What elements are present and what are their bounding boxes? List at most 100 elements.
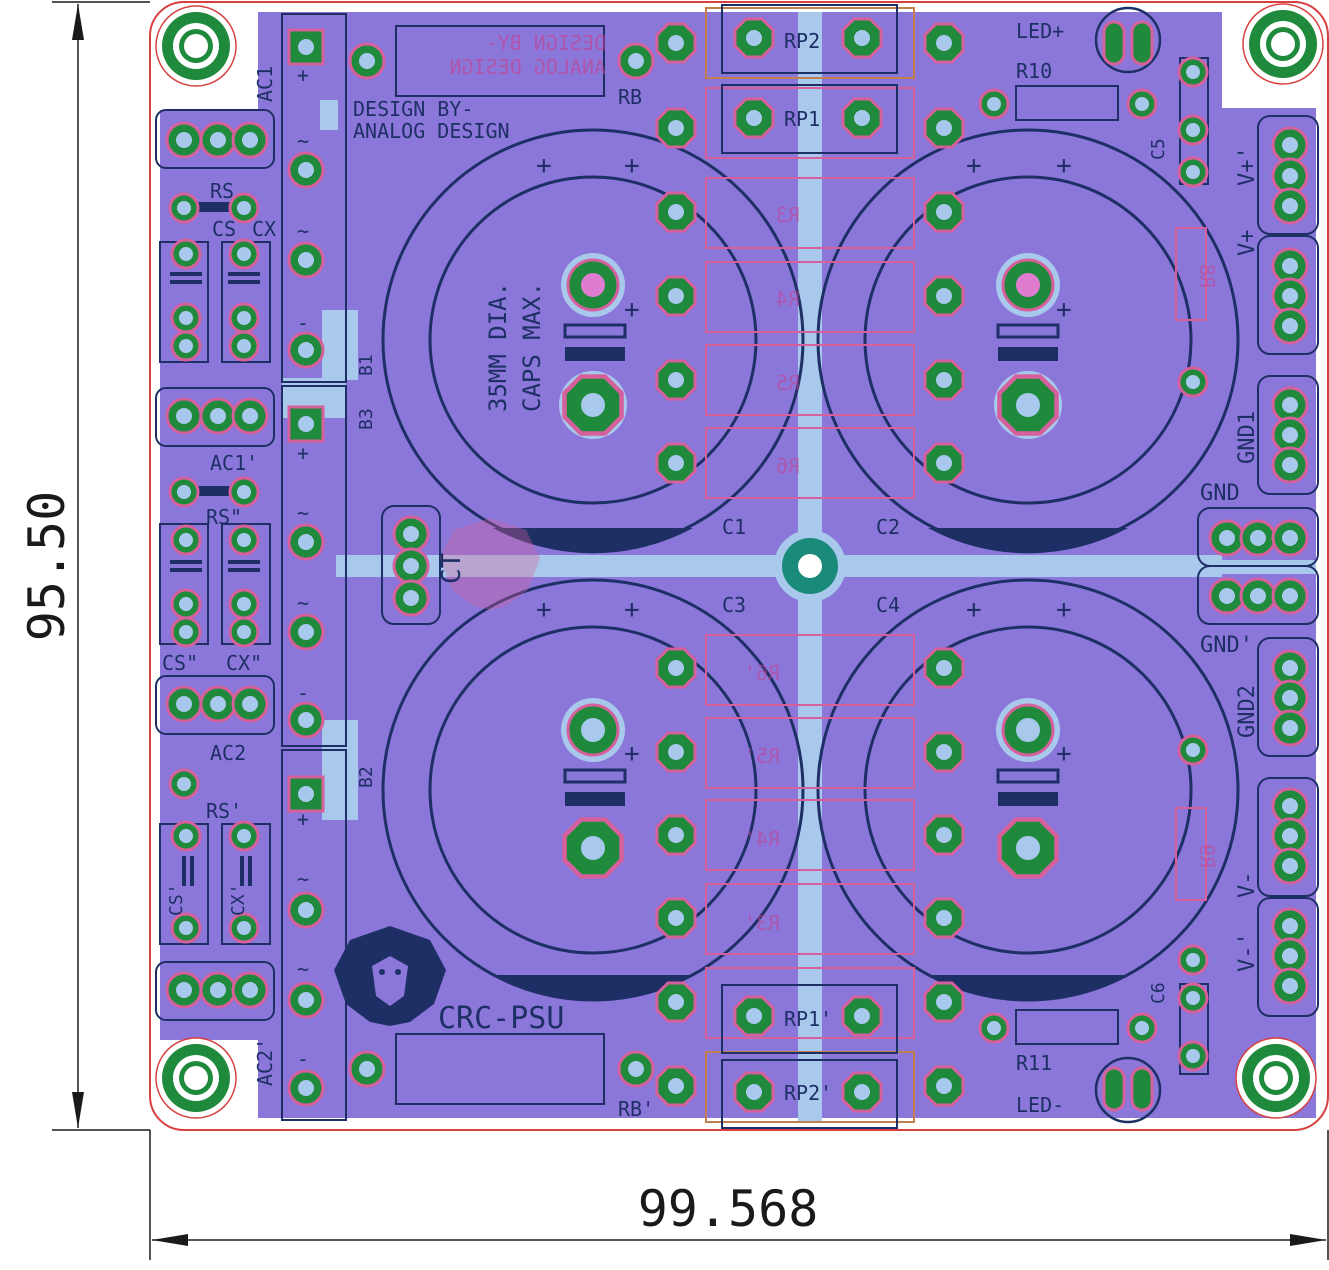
label-tilde-6: ~ <box>297 957 309 981</box>
label-r3p: R3' <box>744 911 780 935</box>
cap-plus-3b: + <box>624 595 640 625</box>
label-tilde-2: ~ <box>297 219 309 243</box>
label-r6p: R6' <box>744 661 780 685</box>
label-ac2p: AC2' <box>253 1038 277 1086</box>
cap-plus-2c: + <box>1056 295 1072 325</box>
label-ct: CT <box>437 552 467 584</box>
cap-plus-4b: + <box>1056 595 1072 625</box>
cap-pads <box>559 253 1062 877</box>
output-terminals <box>1197 115 1319 1017</box>
label-tilde-1: ~ <box>297 129 309 153</box>
mount-hole-tl <box>155 5 237 87</box>
credit-line2: ANALOG DESIGN <box>353 119 510 143</box>
label-rp1: RP1 <box>784 107 820 131</box>
cap-note-line2: CAPS MAX. <box>518 282 546 412</box>
label-gnd: GND <box>1200 481 1240 506</box>
cap-plus-4c: + <box>1056 739 1072 769</box>
label-minus-2: - <box>297 681 309 705</box>
label-c2: C2 <box>876 515 900 539</box>
cap-plus-4a: + <box>966 595 982 625</box>
label-r10: R10 <box>1016 59 1052 83</box>
label-cs2: CS' <box>166 883 187 916</box>
label-cxp: CX" <box>226 651 262 675</box>
label-plus-b1: + <box>297 63 309 87</box>
label-gnd2: GND2 <box>1235 685 1260 738</box>
label-rspp: RS" <box>206 505 242 529</box>
ac-terminals <box>155 109 275 1021</box>
cap-plus-1c: + <box>624 295 640 325</box>
label-vmp: V-' <box>1235 932 1260 972</box>
credit-mirror2: ANALOG DESIGN <box>449 55 606 79</box>
label-r5: R5 <box>776 371 800 395</box>
cap-note-line1: 35MM DIA. <box>484 282 512 412</box>
label-minus-3: - <box>297 1047 309 1071</box>
credit-line1: DESIGN BY- <box>353 97 473 121</box>
rb-resistors <box>348 25 655 1105</box>
cap-plus-1a: + <box>536 151 552 181</box>
label-cx2: CX' <box>228 883 249 916</box>
label-cx: CX <box>252 217 276 241</box>
label-minus-1: - <box>297 311 309 335</box>
label-tilde-4: ~ <box>297 591 309 615</box>
label-vp: V+ <box>1235 230 1260 257</box>
label-gnd1: GND1 <box>1235 411 1260 464</box>
label-plus-b3: + <box>297 441 309 465</box>
pot-outlines <box>721 4 898 1129</box>
label-ac2: AC2 <box>210 741 246 765</box>
label-rb: RB <box>618 85 642 109</box>
silkscreen-labels: DESIGN BY- ANALOG DESIGN DESIGN BY- ANAL… <box>162 19 1260 1121</box>
label-rs: RS <box>210 179 234 203</box>
label-vm: V- <box>1235 872 1260 899</box>
label-rp2p: RP2' <box>784 1081 832 1105</box>
label-c6: C6 <box>1148 982 1169 1004</box>
label-r6: R6 <box>776 454 800 478</box>
label-r4: R4 <box>776 287 800 311</box>
lion-logo <box>334 926 446 1026</box>
resistor-outlines <box>705 7 915 1123</box>
dimension-width: 99.568 <box>638 1180 819 1238</box>
label-vpp: V+' <box>1235 146 1260 186</box>
label-rs2: RS' <box>206 799 242 823</box>
mount-hole-br <box>1235 1037 1317 1119</box>
label-tilde-5: ~ <box>297 867 309 891</box>
mount-hole-bl <box>155 1037 237 1119</box>
label-rp2: RP2 <box>784 29 820 53</box>
label-c1: C1 <box>722 515 746 539</box>
label-rbp: RB' <box>618 1097 654 1121</box>
label-b1: B1 <box>356 354 377 376</box>
ct-connector <box>381 505 441 625</box>
label-r3: R3 <box>776 203 800 227</box>
mount-hole-tr <box>1242 3 1324 85</box>
label-c5: C5 <box>1148 138 1169 160</box>
label-r9: R9 <box>1195 844 1219 868</box>
cap-plus-2a: + <box>966 151 982 181</box>
label-r5p: R5' <box>744 744 780 768</box>
board-title: CRC-PSU <box>438 1001 564 1036</box>
label-ac1: AC1 <box>253 66 277 102</box>
cap-plus-3a: + <box>536 595 552 625</box>
led-section <box>978 6 1209 1124</box>
bridge-rectifiers <box>281 13 347 1121</box>
label-cs: CS <box>212 217 236 241</box>
label-r11: R11 <box>1016 1051 1052 1075</box>
cap-band-marks <box>493 528 1128 1001</box>
label-rp1p: RP1' <box>784 1007 832 1031</box>
cap-plus-3c: + <box>624 739 640 769</box>
label-c4: C4 <box>876 593 900 617</box>
dimension-height: 95.50 <box>18 491 76 642</box>
dimension-annotations <box>52 1 1329 1260</box>
cap-plus-1b: + <box>624 151 640 181</box>
label-ledp: LED+ <box>1016 19 1064 43</box>
snubber-parts <box>159 192 271 945</box>
label-ac1p: AC1' <box>210 451 258 475</box>
center-mount <box>774 530 846 602</box>
label-r4p: R4' <box>744 827 780 851</box>
label-plus-b2: + <box>297 807 309 831</box>
lion-logo-faded <box>440 518 540 610</box>
cap-plus-2b: + <box>1056 151 1072 181</box>
label-r8: R8 <box>1195 264 1219 288</box>
label-tilde-3: ~ <box>297 501 309 525</box>
label-b2: B2 <box>356 766 377 788</box>
